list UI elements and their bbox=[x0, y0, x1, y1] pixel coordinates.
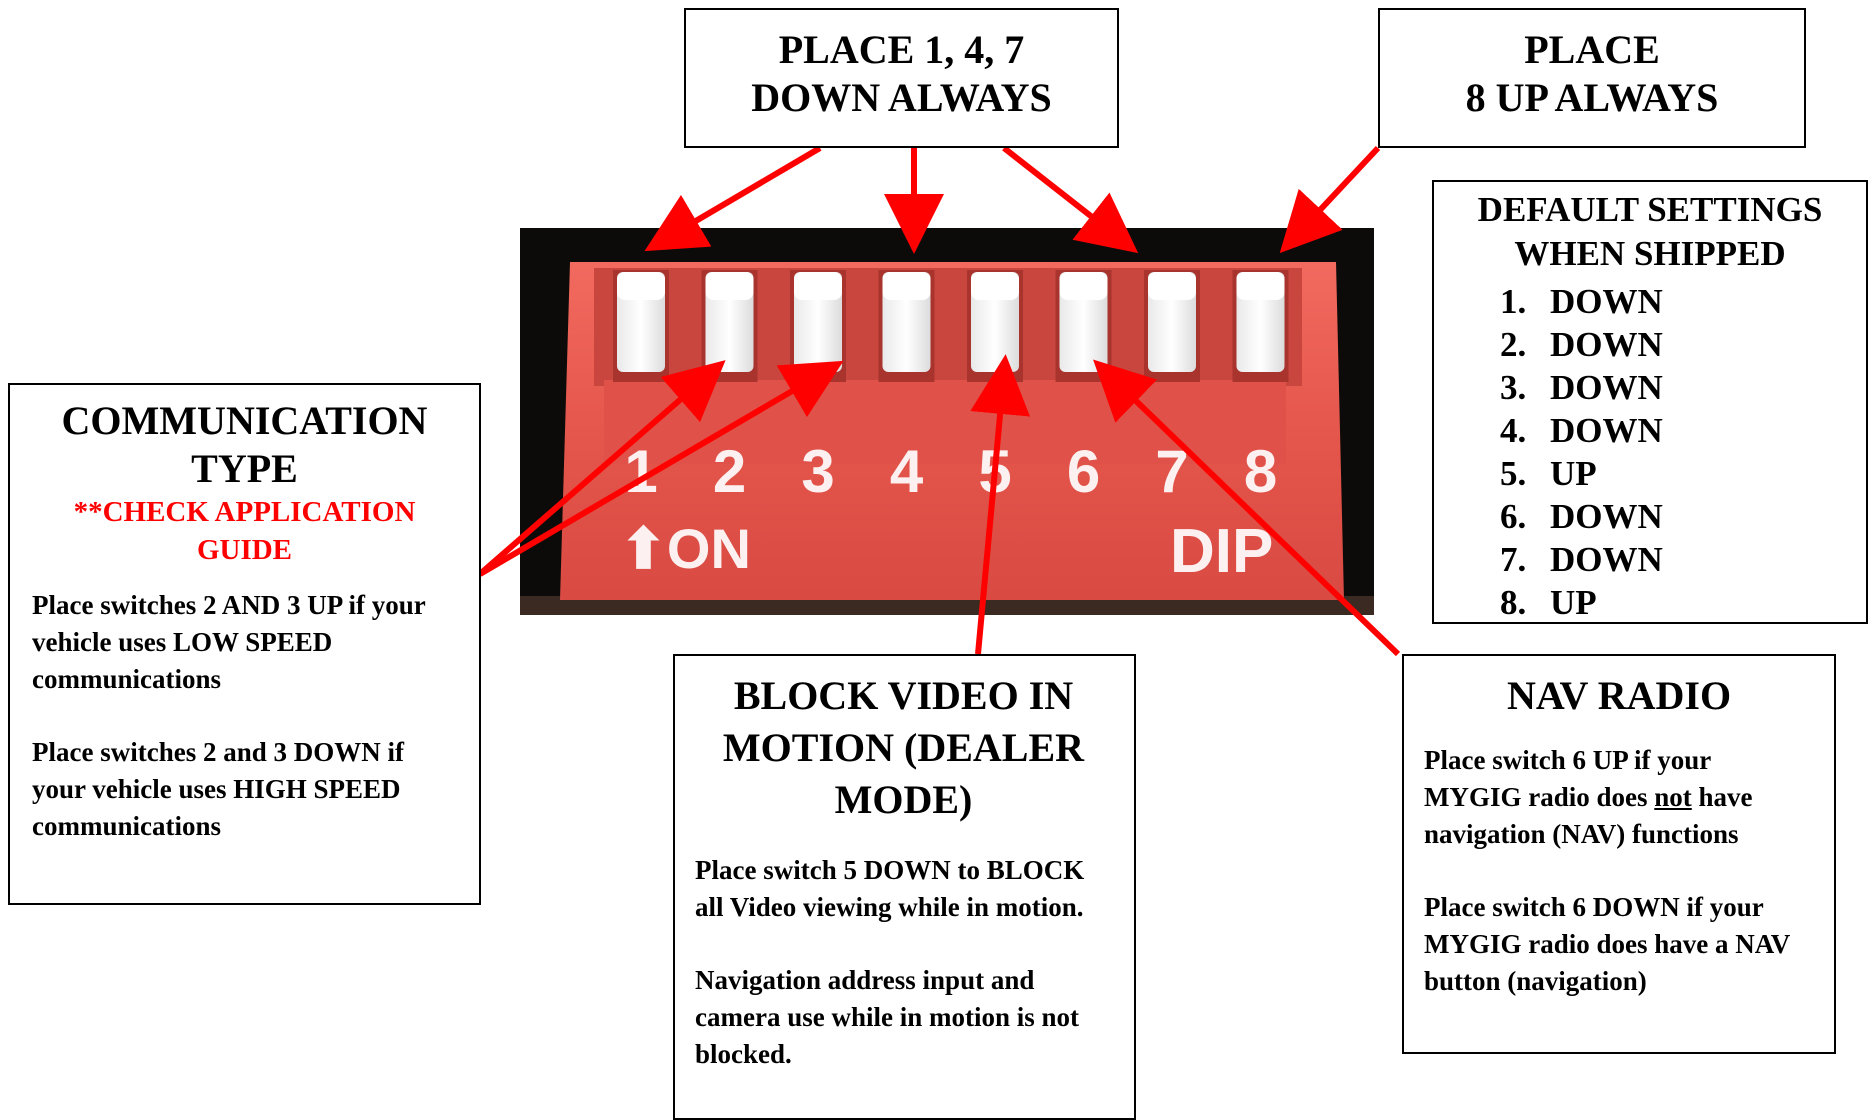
switch-cap-7 bbox=[1148, 272, 1196, 300]
switch-cap-6 bbox=[1059, 272, 1108, 300]
video-title-line2: MOTION (DEALER bbox=[722, 725, 1085, 770]
arrow-to-switch-1 bbox=[644, 145, 822, 252]
label-8-line2: 8 UP ALWAYS bbox=[1465, 75, 1719, 120]
defaults-title-line1: DEFAULT SETTINGS bbox=[1477, 190, 1823, 229]
list-item: 7.DOWN bbox=[1500, 540, 1663, 579]
video-title-line1: BLOCK VIDEO IN bbox=[733, 673, 1074, 718]
arrow-to-switch-2 bbox=[478, 360, 726, 577]
on-text: ON bbox=[667, 517, 751, 580]
nav-radio-box: NAV RADIO Place switch 6 UP if your MYGI… bbox=[1402, 654, 1836, 1054]
dip-on-label: ⬆ON bbox=[620, 517, 751, 580]
communication-type-box: COMMUNICATION TYPE **CHECK APPLICATION G… bbox=[8, 383, 481, 905]
list-item: 4.DOWN bbox=[1500, 411, 1663, 450]
comm-title-line2: TYPE bbox=[191, 446, 298, 491]
list-item: 1.DOWN bbox=[1500, 282, 1663, 321]
label-147-line1: PLACE 1, 4, 7 bbox=[778, 27, 1025, 72]
arrow-to-switch-6 bbox=[1093, 359, 1401, 657]
list-item: 2.DOWN bbox=[1500, 325, 1663, 364]
switch-number-8: 8 bbox=[1244, 438, 1277, 505]
list-item: 6.DOWN bbox=[1500, 497, 1663, 536]
arrow-to-switch-5 bbox=[970, 354, 1031, 655]
switch-number-6: 6 bbox=[1067, 438, 1100, 505]
switch-cap-8 bbox=[1236, 272, 1285, 300]
video-paragraph-block: Place switch 5 DOWN to BLOCK all Video v… bbox=[695, 855, 1085, 922]
defaults-list: 1.DOWN 2.DOWN 3.DOWN 4.DOWN 5.UP 6.DOWN … bbox=[1434, 280, 1866, 624]
label-8-line1: PLACE bbox=[1524, 27, 1660, 72]
arrow-to-switch-8 bbox=[1279, 145, 1381, 254]
list-item: 3.DOWN bbox=[1500, 368, 1663, 407]
video-paragraph-not-blocked: Navigation address input and camera use … bbox=[695, 965, 1079, 1069]
video-title-line3: MODE) bbox=[834, 777, 973, 822]
default-settings-box: DEFAULT SETTINGS WHEN SHIPPED 1.DOWN 2.D… bbox=[1432, 180, 1868, 624]
arrow-to-switch-3 bbox=[478, 360, 844, 577]
switch-cap-4 bbox=[882, 272, 931, 300]
label-147-line2: DOWN ALWAYS bbox=[751, 75, 1052, 120]
block-video-box: BLOCK VIDEO IN MOTION (DEALER MODE) Plac… bbox=[673, 654, 1136, 1120]
dip-label: DIP bbox=[1170, 517, 1273, 586]
nav-paragraph-down: Place switch 6 DOWN if your MYGIG radio … bbox=[1424, 892, 1790, 996]
comm-title-line1: COMMUNICATION bbox=[61, 398, 428, 443]
comm-paragraph-low-speed: Place switches 2 AND 3 UP if your vehicl… bbox=[32, 590, 426, 694]
list-item: 8.UP bbox=[1500, 583, 1597, 622]
arrow-to-switch-7 bbox=[1002, 145, 1139, 254]
defaults-title-line2: WHEN SHIPPED bbox=[1514, 234, 1786, 273]
switch-cap-1 bbox=[617, 272, 665, 300]
nav-paragraph-up: Place switch 6 UP if your MYGIG radio do… bbox=[1424, 745, 1753, 849]
on-arrow-icon: ⬆ bbox=[620, 517, 667, 580]
nav-underlined-not: not bbox=[1654, 782, 1692, 812]
switch-cap-5 bbox=[971, 272, 1019, 300]
video-title: BLOCK VIDEO IN MOTION (DEALER MODE) bbox=[695, 670, 1112, 826]
nav-title: NAV RADIO bbox=[1506, 673, 1732, 718]
switch-number-3: 3 bbox=[801, 438, 834, 505]
comm-subtitle-line1: **CHECK APPLICATION bbox=[73, 496, 416, 528]
switch-number-4: 4 bbox=[890, 438, 924, 505]
switch-number-2: 2 bbox=[713, 438, 746, 505]
annotation-arrows bbox=[478, 145, 1401, 657]
list-item: 5.UP bbox=[1500, 454, 1597, 493]
comm-paragraph-high-speed: Place switches 2 and 3 DOWN if your vehi… bbox=[32, 737, 404, 841]
label-place-8-up: PLACE 8 UP ALWAYS bbox=[1378, 8, 1806, 148]
switch-cap-3 bbox=[794, 272, 842, 300]
label-place-147-down: PLACE 1, 4, 7 DOWN ALWAYS bbox=[684, 8, 1119, 148]
comm-subtitle-line2: GUIDE bbox=[196, 534, 293, 566]
switch-cap-2 bbox=[705, 272, 754, 300]
